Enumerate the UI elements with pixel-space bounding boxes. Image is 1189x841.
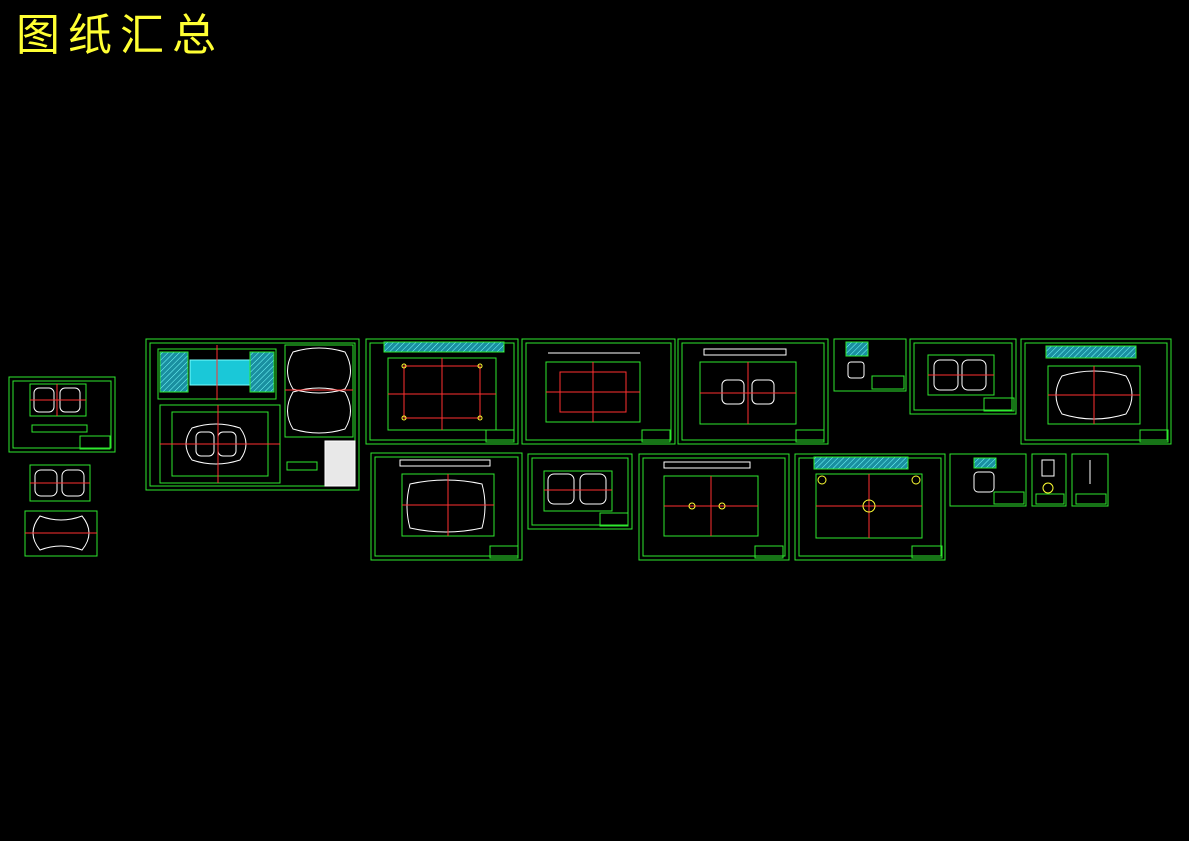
page-title: 图纸汇总: [16, 10, 224, 61]
sheet-part-small-4: [1031, 453, 1067, 507]
sheet-part-small-3: [949, 453, 1027, 507]
sheet-plate-1: [365, 338, 519, 445]
sheet-part-small-5: [1071, 453, 1109, 507]
sheet-plate-5: [370, 452, 523, 561]
sheet-plate-2: [521, 338, 676, 445]
sheet-plate-8: [794, 453, 946, 561]
sheet-part-6: [527, 453, 633, 530]
sheet-assembly: [145, 338, 360, 491]
sheet-small-left-3: [24, 510, 98, 557]
sheet-part-small-1: [833, 338, 907, 392]
sheet-small-left-1: [8, 376, 116, 453]
sheet-plate-4: [1020, 338, 1172, 445]
sheet-plate-7: [638, 453, 790, 561]
sheet-small-left-2: [29, 464, 91, 502]
sheet-plate-3: [677, 338, 829, 445]
sheet-part-small-2: [909, 338, 1017, 415]
